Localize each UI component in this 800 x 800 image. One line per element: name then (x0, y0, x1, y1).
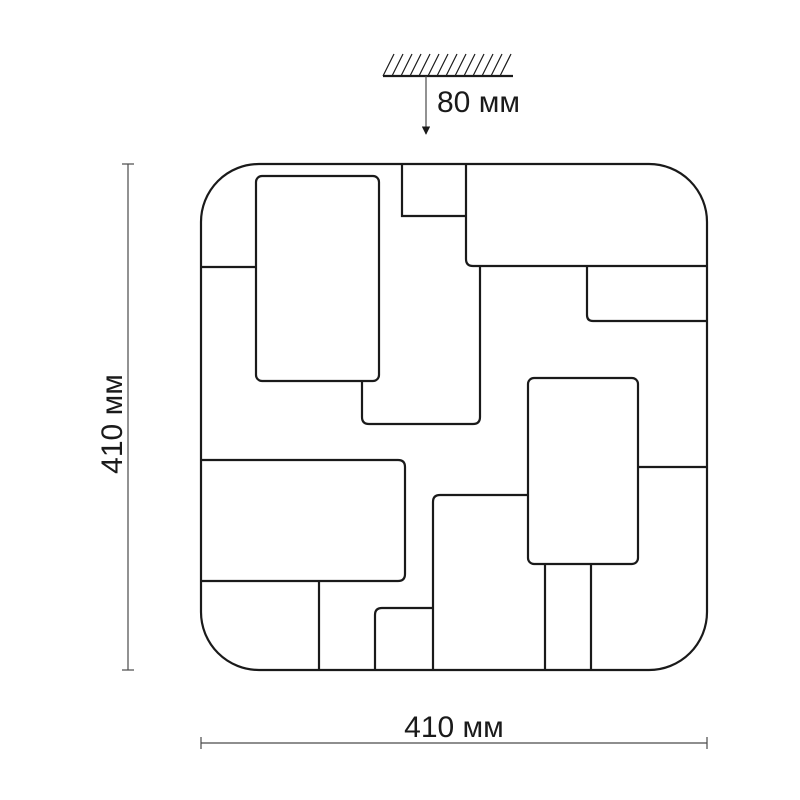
width-dimension-label: 410 мм (404, 711, 504, 744)
panel-top-small (400, 164, 466, 218)
width-dimension-line (200, 737, 708, 749)
panel-top-left (254, 174, 381, 383)
panel-top-right (464, 164, 707, 268)
lamp-body (199, 162, 709, 672)
height-dimension-label: 80 мм (437, 86, 520, 119)
lamp-outline (199, 162, 709, 672)
panel-right-tall (526, 376, 640, 566)
panel-bottom-center (431, 493, 528, 670)
panel-left-middle (201, 458, 407, 583)
depth-dimension-line (122, 163, 134, 671)
panel-right-notch (585, 266, 707, 323)
panel-center-l (360, 266, 482, 426)
ceiling-mount-symbol (382, 53, 513, 135)
panel-bottom-small (373, 606, 433, 670)
ceiling-hatching (382, 53, 512, 77)
depth-dimension-label: 410 мм (96, 374, 129, 474)
